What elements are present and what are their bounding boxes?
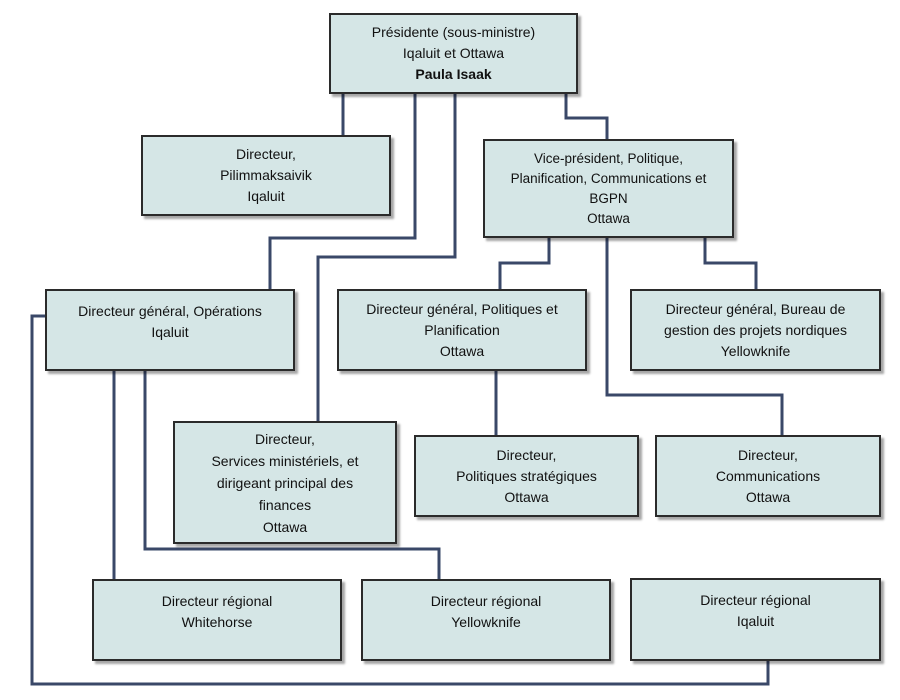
corporate-line2: Services ministériels, et (211, 452, 359, 469)
strategic-policy-title: Directeur, (496, 446, 557, 463)
communications-title: Directeur, (738, 446, 798, 463)
pilimmaksaivik-title: Directeur, (236, 146, 296, 162)
strategic-policy-location: Ottawa (504, 488, 549, 505)
corporate-line1: Directeur, (255, 430, 315, 447)
president-title: Présidente (sous-ministre) (371, 24, 536, 40)
yellowknife-title: Directeur régional (430, 593, 542, 609)
connector-president-dir-corporate (316, 92, 457, 424)
pilimmaksaivik-unit: Pilimmaksaivik (220, 167, 312, 183)
connector-vp-dg-northern (703, 235, 758, 292)
connector-ops-iqaluit (30, 314, 770, 686)
strategic-policy-director-box: Directeur, Politiques stratégiques Ottaw… (414, 435, 639, 517)
president-location: Iqaluit et Ottawa (402, 45, 505, 61)
vp-policy-box: Vice-président, Politique, Planification… (483, 139, 734, 238)
dg-policies-line2: Planification (424, 321, 500, 338)
iqaluit-location: Iqaluit (736, 613, 775, 629)
communications-unit: Communications (715, 467, 821, 484)
dg-policies-line1: Directeur général, Politiques et (366, 300, 558, 317)
dg-northern-projects-box: Directeur général, Bureau de gestion des… (630, 289, 881, 371)
regional-director-yellowknife-box: Directeur régional Yellowknife (361, 579, 611, 661)
president-name: Paula Isaak (415, 66, 492, 82)
communications-director-box: Directeur, Communications Ottawa (655, 435, 881, 517)
corporate-services-director-box: Directeur, Services ministériels, et dir… (173, 421, 397, 544)
regional-director-iqaluit-box: Directeur régional Iqaluit (630, 578, 881, 661)
dg-northern-line2: gestion des projets nordiques (664, 321, 847, 338)
connector-ops-yellowknife (143, 368, 441, 582)
dg-northern-line1: Directeur général, Bureau de (665, 300, 846, 317)
president-box: Présidente (sous-ministre) Iqaluit et Ot… (329, 13, 578, 94)
whitehorse-title: Directeur régional (161, 593, 273, 609)
regional-director-whitehorse-box: Directeur régional Whitehorse (92, 579, 342, 661)
pilimmaksaivik-director-box: Directeur, Pilimmaksaivik Iqaluit (141, 135, 391, 216)
dg-policies-box: Directeur général, Politiques et Planifi… (337, 289, 587, 371)
vp-line1: Vice-président, Politique, (533, 150, 684, 166)
dg-operations-title: Directeur général, Opérations (78, 303, 262, 319)
vp-location: Ottawa (587, 210, 630, 226)
iqaluit-title: Directeur régional (700, 592, 811, 608)
connector-president-vp (564, 92, 609, 142)
dg-northern-location: Yellowknife (720, 342, 791, 359)
dg-operations-box: Directeur général, Opérations Iqaluit (45, 289, 295, 371)
dg-policies-location: Ottawa (439, 342, 485, 359)
connector-president-dg-operations (268, 92, 417, 292)
corporate-line3: dirigeant principal des (216, 474, 354, 491)
communications-location: Ottawa (745, 488, 791, 505)
connector-vp-dg-policies (498, 235, 551, 292)
pilimmaksaivik-location: Iqaluit (247, 188, 285, 204)
connector-vp-communications (605, 235, 784, 438)
yellowknife-location: Yellowknife (451, 614, 521, 630)
vp-line3: BGPN (589, 190, 628, 206)
strategic-policy-unit: Politiques stratégiques (456, 467, 597, 484)
dg-operations-location: Iqaluit (151, 324, 189, 340)
whitehorse-location: Whitehorse (181, 614, 253, 630)
corporate-location: Ottawa (262, 518, 308, 535)
vp-line2: Planification, Communications et (510, 170, 707, 186)
corporate-line4: finances (258, 496, 312, 513)
